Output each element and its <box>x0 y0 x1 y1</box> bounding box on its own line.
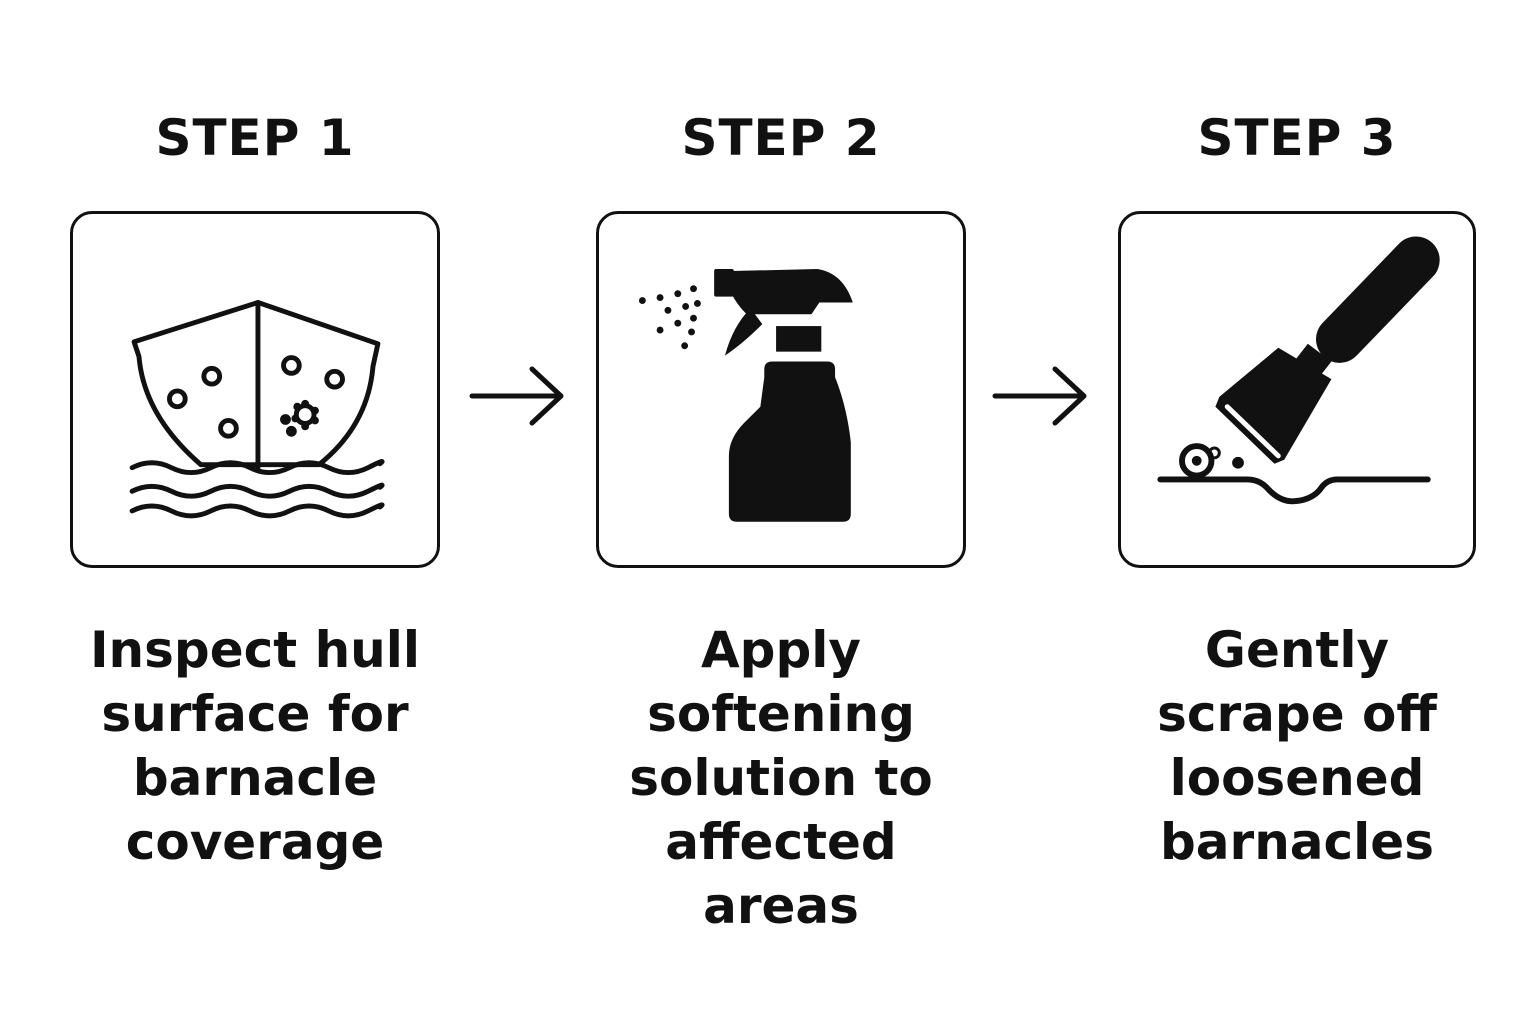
step-1-caption: Inspect hull surface for barnacle covera… <box>70 618 440 874</box>
arrow-right-icon <box>992 366 1087 426</box>
boat-hull-barnacles-icon <box>129 300 385 519</box>
step-3-caption-line: barnacles <box>1160 813 1434 871</box>
step-2-caption-line: affected areas <box>665 813 897 935</box>
step-1-caption-line: surface for <box>101 685 409 743</box>
step-1-icon-box <box>70 211 440 568</box>
step-1-caption-line: coverage <box>125 813 385 871</box>
step-3-caption-line: loosened <box>1169 749 1425 807</box>
step-3-caption: Gently scrape off loosened barnacles <box>1118 618 1476 874</box>
step-2: STEP 2 <box>596 0 966 1024</box>
step-2-caption: Apply softening solution to affected are… <box>596 618 966 938</box>
step-1-caption-line: barnacle <box>132 749 378 807</box>
step-3-caption-line: Gently <box>1204 621 1390 679</box>
step-3-caption-line: scrape off <box>1157 685 1437 743</box>
step-1-title: STEP 1 <box>155 109 355 167</box>
step-2-icon-box <box>596 211 966 568</box>
spray-bottle-icon <box>638 269 853 522</box>
step-2-caption-line: Apply <box>700 621 861 679</box>
step-2-caption-line: softening <box>647 685 915 743</box>
step-3: STEP 3 Gently scrape off loosened barnac… <box>1118 0 1476 1024</box>
arrow-right-icon <box>469 366 564 426</box>
step-2-title: STEP 2 <box>681 109 881 167</box>
scraper-icon <box>1157 236 1440 505</box>
step-2-caption-line: solution to <box>629 749 933 807</box>
step-3-title: STEP 3 <box>1197 109 1397 167</box>
step-1: STEP 1 <box>70 0 440 1024</box>
step-1-caption-line: Inspect hull <box>89 621 421 679</box>
step-3-icon-box <box>1118 211 1476 568</box>
